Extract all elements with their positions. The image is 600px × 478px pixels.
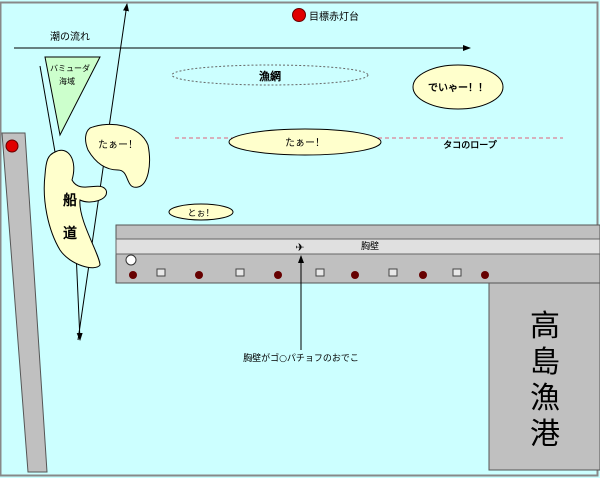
channel-char-2: 道: [63, 225, 77, 242]
marker-square-icon: [235, 268, 245, 277]
shoal-mid: [228, 128, 382, 156]
fishing-net: [171, 64, 369, 86]
bermuda-triangle: [44, 56, 101, 137]
white-buoy-icon: [125, 254, 137, 266]
harbor-char-3: 漁: [530, 381, 560, 416]
shout-left-label: たぁー！: [98, 139, 138, 151]
marker-square-icon: [388, 268, 398, 277]
net-label: 漁網: [259, 69, 281, 83]
shout-small-label: とぉ！: [187, 208, 214, 219]
lighthouse-label: 目標赤灯台: [309, 10, 359, 23]
breakwater-label: 胸壁: [361, 240, 379, 252]
harbor-char-4: 港: [530, 417, 560, 452]
marker-square-icon: [315, 268, 325, 277]
octopus-rope-label: タコのロープ: [443, 139, 497, 151]
channel-char-1: 船: [63, 192, 77, 209]
bollard-icon: [351, 271, 359, 279]
marker-square-icon: [156, 268, 166, 277]
bollard-icon: [274, 271, 282, 279]
bollards: [129, 268, 489, 279]
breakwater-wall: [115, 238, 600, 255]
shoal-left: [85, 123, 151, 188]
angler-figure-icon: ✈: [295, 241, 304, 254]
ship-channel-shoal: [43, 149, 107, 269]
channel-line: [39, 65, 56, 153]
bollard-icon: [129, 271, 137, 279]
bollard-icon: [481, 271, 489, 279]
takashima-harbor: [488, 282, 600, 471]
shout-mid-label: たぁー！: [285, 137, 325, 149]
channel-arrow: [77, 3, 129, 341]
breakwater-note: 胸壁がゴ○パチョフのおでこ: [243, 352, 359, 364]
shout-right-label: でいゃー！！: [428, 82, 488, 94]
lighthouse-icon: [292, 8, 306, 22]
shoal-small: [168, 203, 234, 221]
bermuda-label-1: バミューダ: [50, 63, 90, 73]
bollard-icon: [419, 271, 427, 279]
harbor-char-2: 島: [530, 345, 560, 380]
bermuda-label-2: 海域: [59, 76, 75, 86]
red-lamp-icon: [5, 139, 19, 153]
left-pier: [1, 132, 48, 473]
marker-square-icon: [452, 268, 462, 277]
current-label: 潮の流れ: [50, 30, 90, 43]
bollard-icon: [195, 271, 203, 279]
shoal-right: [412, 64, 504, 110]
harbor-char-1: 高: [530, 309, 560, 344]
